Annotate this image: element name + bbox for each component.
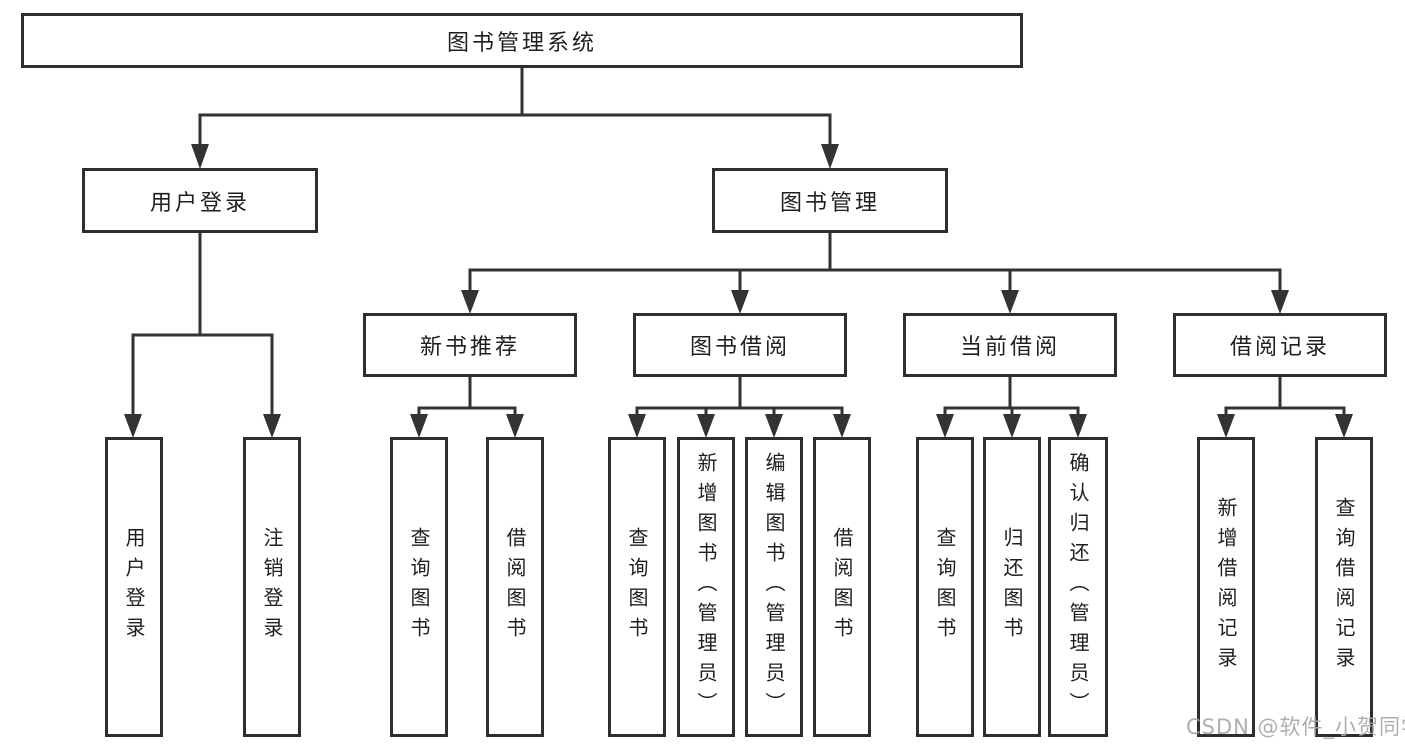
node-borrowing-records: 借阅记录 bbox=[1173, 313, 1387, 377]
leaf-user-login: 用户登录 bbox=[105, 437, 163, 737]
arrowheads bbox=[124, 144, 1353, 438]
arrow-borrowing bbox=[731, 290, 749, 314]
arrow-leaf-user-login bbox=[124, 414, 142, 438]
arrow-leaf-nb-borrow bbox=[506, 414, 524, 438]
arrow-new-book bbox=[461, 290, 479, 314]
leaf-newbook-query-books: 查询图书 bbox=[390, 437, 448, 737]
arrow-leaf-logout bbox=[263, 414, 281, 438]
arrow-leaf-rec-query bbox=[1335, 414, 1353, 438]
leaf-current-confirm-return-admin: 确认归还（管理员） bbox=[1048, 437, 1108, 737]
arrow-records bbox=[1271, 290, 1289, 314]
arrow-current bbox=[1001, 290, 1019, 314]
edge-records-crossbar bbox=[1224, 406, 1346, 415]
leaf-newbook-borrow-books: 借阅图书 bbox=[486, 437, 544, 737]
arrow-leaf-bb-query bbox=[628, 414, 646, 438]
edge-level2-crossbar bbox=[198, 113, 832, 146]
arrow-leaf-cb-confirm bbox=[1069, 414, 1087, 438]
leaf-logout-login: 注销登录 bbox=[243, 437, 301, 737]
arrow-book-mgmt bbox=[821, 144, 839, 169]
arrow-leaf-rec-add bbox=[1217, 414, 1235, 438]
leaf-current-return-books: 归还图书 bbox=[983, 437, 1041, 737]
leaf-borrowing-query-books: 查询图书 bbox=[608, 437, 666, 737]
node-current-borrowing: 当前借阅 bbox=[903, 313, 1117, 377]
arrow-leaf-bb-add bbox=[697, 414, 715, 438]
csdn-watermark: CSDN @软件_小贺同学 bbox=[1186, 715, 1405, 739]
edge-user-login-crossbar bbox=[131, 333, 274, 415]
edge-borrowing-crossbar bbox=[635, 406, 844, 415]
node-library-management-system: 图书管理系统 bbox=[21, 13, 1023, 68]
leaf-records-add-borrow-record: 新增借阅记录 bbox=[1197, 437, 1255, 737]
node-new-book-recommendation: 新书推荐 bbox=[363, 313, 577, 377]
arrow-leaf-bb-borrow bbox=[833, 414, 851, 438]
leaf-borrowing-borrow-books: 借阅图书 bbox=[813, 437, 871, 737]
leaf-borrowing-edit-books-admin: 编辑图书（管理员） bbox=[745, 437, 803, 737]
leaf-records-query-borrow-record: 查询借阅记录 bbox=[1315, 437, 1373, 737]
arrow-leaf-nb-query bbox=[410, 414, 428, 438]
arrow-user-login bbox=[191, 144, 209, 169]
edge-level3-crossbar bbox=[468, 268, 1282, 292]
node-book-borrowing: 图书借阅 bbox=[633, 313, 847, 377]
arrow-leaf-cb-return bbox=[1003, 414, 1021, 438]
arrow-leaf-bb-edit bbox=[765, 414, 783, 438]
arrow-leaf-cb-query bbox=[936, 414, 954, 438]
node-book-management: 图书管理 bbox=[712, 168, 948, 233]
leaf-borrowing-add-books-admin: 新增图书（管理员） bbox=[677, 437, 735, 737]
leaf-current-query-books: 查询图书 bbox=[916, 437, 974, 737]
node-user-login: 用户登录 bbox=[82, 168, 318, 233]
edge-new-book-crossbar bbox=[417, 406, 517, 415]
